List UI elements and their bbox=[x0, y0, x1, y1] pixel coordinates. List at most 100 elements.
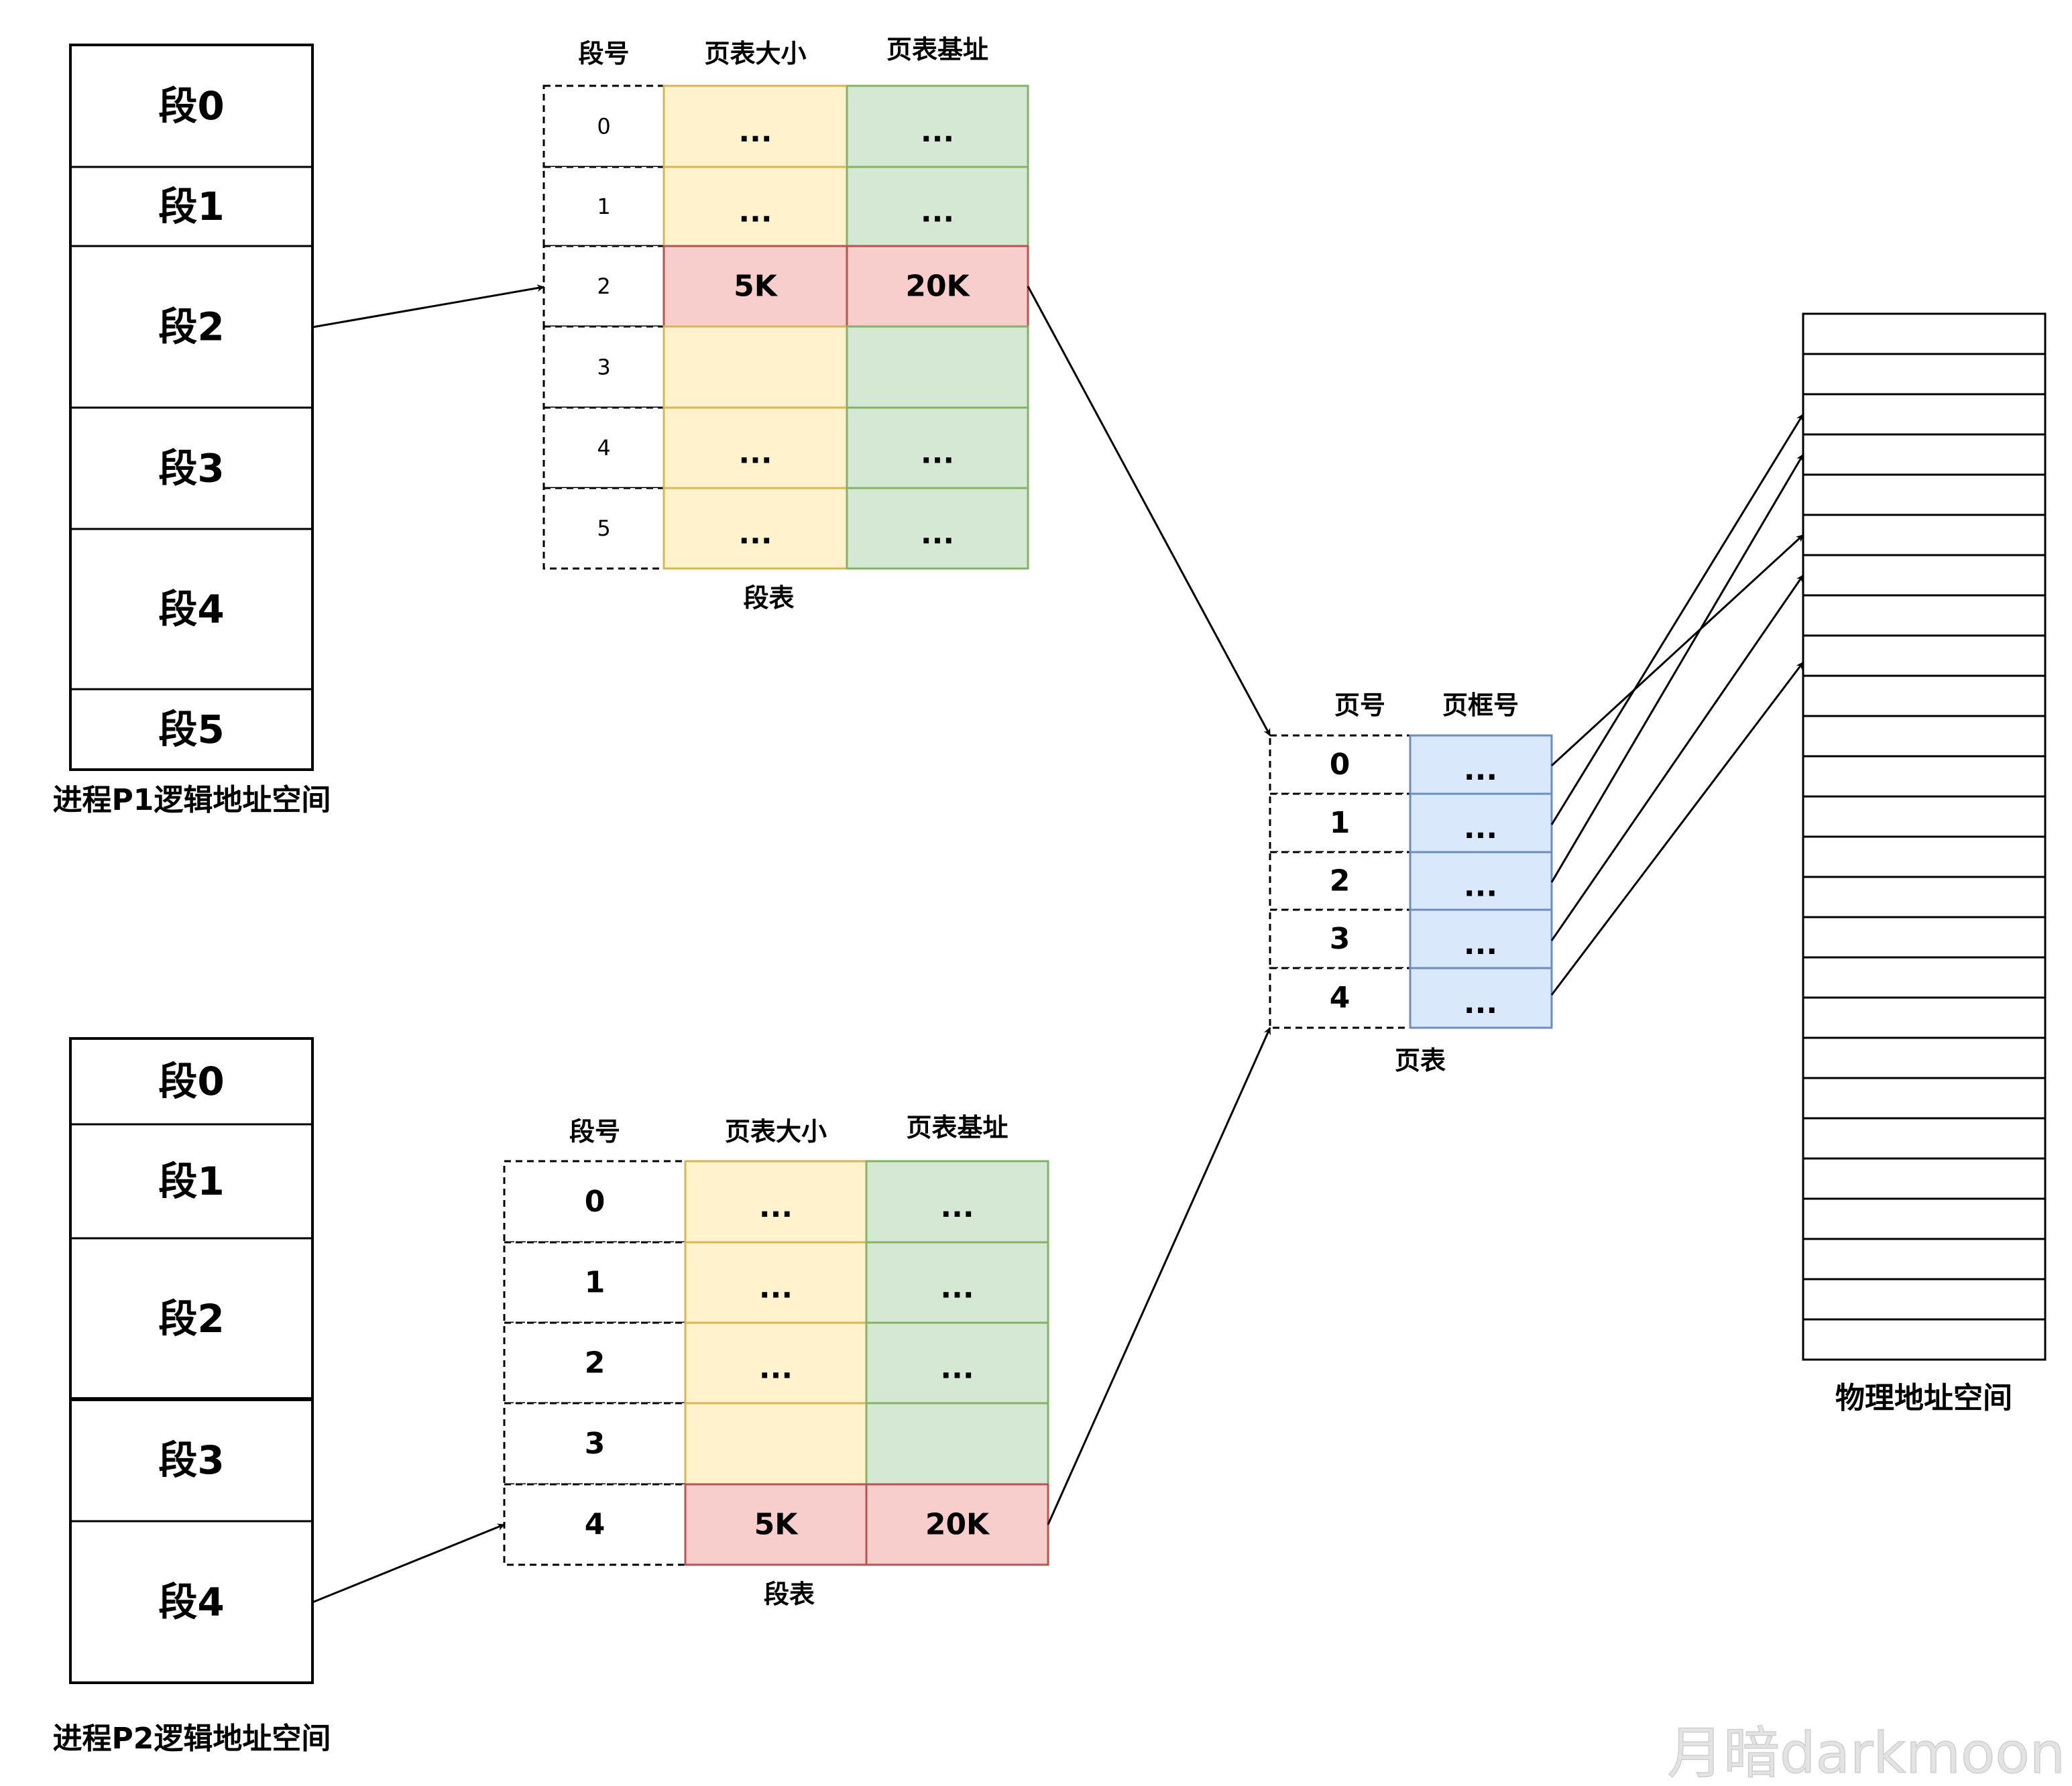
segment-table-p2-to-page-table-arrow bbox=[1047, 1026, 1271, 1525]
logical-segment: 段2 bbox=[70, 245, 312, 350]
segment-table-row: 3 bbox=[503, 1402, 1049, 1486]
page-table-base-cell bbox=[846, 166, 1029, 247]
segment-number: 2 bbox=[585, 1346, 606, 1380]
p2-logical-address-space: 段0 段1 段2 段3 段4 bbox=[69, 1037, 314, 1684]
segment-label: 段2 bbox=[158, 1296, 224, 1342]
page-table-size-cell bbox=[663, 487, 848, 570]
page-table-base: ... bbox=[921, 195, 954, 229]
frame-number-cell bbox=[1409, 967, 1553, 1029]
memory-frame bbox=[1802, 1036, 2047, 1079]
segment-table-row: 4...... bbox=[542, 406, 1029, 489]
segment-number: 2 bbox=[597, 274, 610, 299]
segment-table-row: 5...... bbox=[542, 487, 1029, 570]
page-number-cell bbox=[1269, 967, 1412, 1029]
segment-table-caption: 段表 bbox=[743, 583, 794, 613]
logical-segment: 段4 bbox=[70, 1520, 312, 1625]
page-table-caption: 页表 bbox=[1395, 1046, 1446, 1075]
logical-segment: 段1 bbox=[70, 166, 312, 229]
page-number: 0 bbox=[1330, 748, 1350, 782]
segment-label: 段0 bbox=[158, 83, 224, 129]
page-table-base: ... bbox=[921, 517, 954, 551]
column-header: 段号 bbox=[569, 1117, 620, 1146]
segment-label: 段3 bbox=[158, 446, 224, 491]
page-table-size: ... bbox=[759, 1352, 793, 1386]
page-table-size: ... bbox=[738, 517, 772, 551]
segment-label: 段4 bbox=[158, 1580, 224, 1625]
segment-number-cell bbox=[542, 487, 665, 570]
page-table-base-cell bbox=[865, 1241, 1049, 1324]
physical-memory bbox=[1802, 312, 2047, 1361]
segment-label: 段1 bbox=[158, 1158, 224, 1204]
logical-segment: 段1 bbox=[70, 1123, 312, 1204]
frame-number: ... bbox=[1464, 811, 1497, 845]
segment-table-row: 0...... bbox=[542, 84, 1029, 168]
segment-number: 1 bbox=[597, 194, 610, 219]
page-number-cell bbox=[1269, 851, 1412, 911]
memory-frame bbox=[1802, 795, 2047, 838]
memory-frame bbox=[1802, 1238, 2047, 1281]
logical-segment: 段0 bbox=[158, 1059, 224, 1104]
memory-frame bbox=[1802, 876, 2047, 918]
p2-segment4-to-segment-table-arrow bbox=[312, 1523, 506, 1604]
memory-frame bbox=[1802, 594, 2047, 637]
memory-frame bbox=[1802, 835, 2047, 878]
segment-label: 段2 bbox=[158, 304, 224, 350]
segment-label: 段0 bbox=[158, 1059, 224, 1104]
page-to-frame-arrow bbox=[1550, 534, 1804, 767]
memory-frame bbox=[1802, 674, 2047, 717]
page-table-size-cell bbox=[663, 325, 848, 409]
page-number: 2 bbox=[1330, 864, 1350, 898]
page-table-size: 5K bbox=[754, 1508, 799, 1542]
segment-label: 段5 bbox=[158, 707, 224, 752]
p2-outline bbox=[69, 1037, 314, 1684]
logical-segment: 段3 bbox=[70, 406, 312, 491]
page-table-size: 5K bbox=[734, 270, 779, 304]
page-table: 页号页框号0...1...2...3...4...页表 bbox=[1269, 691, 1553, 1075]
segment-number: 3 bbox=[597, 355, 610, 380]
memory-frame bbox=[1802, 956, 2047, 999]
page-to-frame-arrow bbox=[1550, 662, 1804, 996]
logical-segment: 段3 bbox=[70, 1397, 312, 1483]
page-number: 4 bbox=[1330, 981, 1350, 1015]
memory-frame bbox=[1802, 715, 2047, 758]
memory-frame bbox=[1802, 514, 2047, 556]
page-table-base: ... bbox=[940, 1271, 974, 1305]
segment-number-cell bbox=[542, 84, 665, 168]
segment-number: 3 bbox=[585, 1427, 606, 1461]
page-table-base-cell bbox=[846, 245, 1029, 328]
page-table-base: 20K bbox=[905, 270, 970, 304]
memory-frame bbox=[1802, 1197, 2047, 1240]
segment-number: 4 bbox=[585, 1508, 606, 1542]
page-table-base: ... bbox=[940, 1352, 974, 1386]
frame-number-cell bbox=[1409, 792, 1553, 853]
memory-frame bbox=[1802, 1117, 2047, 1160]
p2-label: 进程P2逻辑地址空间 bbox=[53, 1722, 331, 1756]
physical-memory-label: 物理地址空间 bbox=[1835, 1381, 2012, 1415]
logical-segment: 段2 bbox=[70, 1237, 312, 1342]
segment-label: 段1 bbox=[158, 184, 224, 229]
page-table-base-cell bbox=[865, 1321, 1049, 1405]
page-to-frame-arrow bbox=[1550, 575, 1804, 941]
memory-frame bbox=[1802, 312, 2047, 355]
segment-table-row: 2...... bbox=[503, 1321, 1049, 1405]
page-table-row: 1... bbox=[1269, 792, 1553, 853]
page-table-size: ... bbox=[738, 436, 772, 471]
page-table-size: ... bbox=[759, 1190, 793, 1224]
frame-number: ... bbox=[1464, 870, 1497, 904]
segment-table-p1-to-page-table-arrow bbox=[1027, 286, 1271, 736]
logical-segment: 段5 bbox=[70, 688, 312, 752]
page-table-row: 0... bbox=[1269, 734, 1553, 795]
memory-frame bbox=[1802, 1278, 2047, 1321]
memory-frame bbox=[1802, 554, 2047, 597]
segment-table-row: 1...... bbox=[542, 166, 1029, 247]
segment-number: 0 bbox=[597, 114, 610, 139]
column-header: 页框号 bbox=[1442, 691, 1519, 720]
page-table-base-cell bbox=[865, 1160, 1049, 1244]
column-header: 页表大小 bbox=[704, 39, 806, 68]
p1-label: 进程P1逻辑地址空间 bbox=[53, 783, 331, 817]
column-header: 页表基址 bbox=[886, 35, 988, 64]
memory-frame bbox=[1802, 353, 2047, 396]
